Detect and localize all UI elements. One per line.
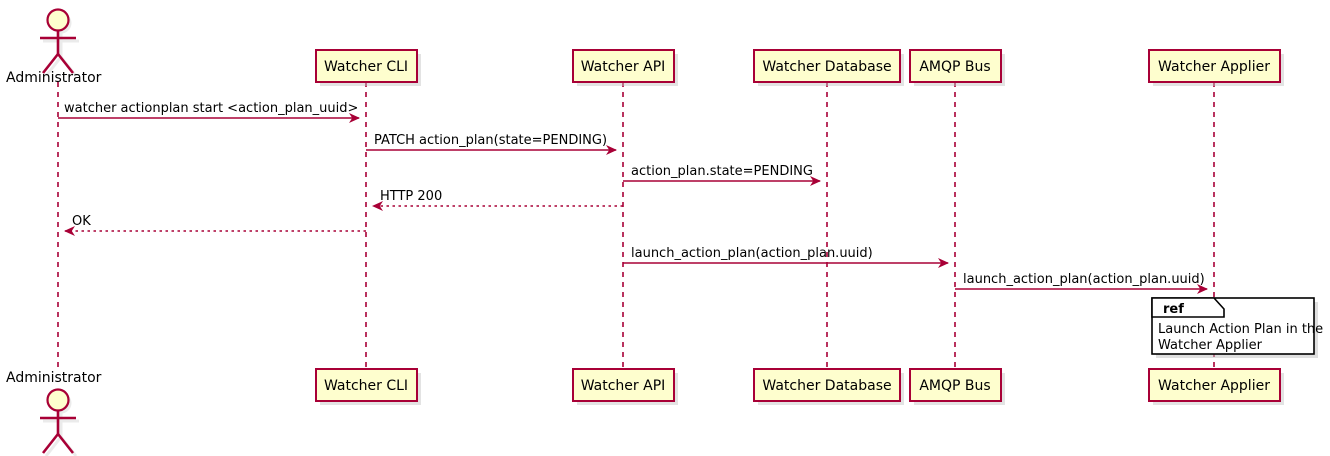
participant-label-watcher-applier-top: Watcher Applier — [1158, 59, 1270, 75]
ref-fragment-body-line-2: Watcher Applier — [1158, 338, 1263, 353]
participant-watcher-applier-top[interactable]: Watcher Applier — [1148, 49, 1284, 86]
participant-label-amqp-bus-top: AMQP Bus — [919, 59, 990, 75]
participant-label-watcher-applier-bottom: Watcher Applier — [1158, 378, 1270, 394]
message-label: OK — [72, 214, 91, 229]
message-watcher-actionplan-start[interactable]: watcher actionplan start <action_plan_uu… — [58, 101, 360, 123]
participant-watcher-database-bottom[interactable]: Watcher Database — [753, 368, 904, 405]
participant-boxes-bottom: Watcher CLI Watcher API Watcher Database… — [315, 368, 1284, 405]
actor-administrator-label-top: Administrator — [6, 70, 102, 86]
participant-watcher-api-top[interactable]: Watcher API — [572, 49, 678, 86]
message-action-plan-state-pending[interactable]: action_plan.state=PENDING — [623, 164, 821, 186]
participant-label-amqp-bus-bottom: AMQP Bus — [919, 378, 990, 394]
ref-fragment-tab-label: ref — [1163, 302, 1184, 317]
actor-administrator-top[interactable]: Administrator — [6, 8, 102, 87]
ref-fragment-body-line-1: Launch Action Plan in the — [1158, 322, 1323, 337]
participant-label-watcher-api-bottom: Watcher API — [581, 378, 666, 394]
participant-watcher-cli-top[interactable]: Watcher CLI — [315, 49, 421, 86]
message-ok[interactable]: OK — [64, 214, 366, 236]
actor-administrator-bottom[interactable]: Administrator — [6, 370, 102, 456]
message-label: PATCH action_plan(state=PENDING) — [374, 133, 607, 148]
actor-administrator-icon-bottom — [40, 388, 76, 454]
messages-group: watcher actionplan start <action_plan_uu… — [58, 101, 1208, 294]
lifelines-group — [57, 82, 1215, 369]
message-launch-action-plan-to-bus[interactable]: launch_action_plan(action_plan.uuid) — [623, 246, 949, 268]
participant-watcher-applier-bottom[interactable]: Watcher Applier — [1148, 368, 1284, 405]
message-label: action_plan.state=PENDING — [631, 164, 813, 179]
participant-label-watcher-api-top: Watcher API — [581, 59, 666, 75]
participant-label-watcher-cli-bottom: Watcher CLI — [324, 378, 408, 394]
actor-administrator-label-bottom: Administrator — [6, 370, 102, 386]
message-label: watcher actionplan start <action_plan_uu… — [64, 101, 358, 116]
participant-watcher-api-bottom[interactable]: Watcher API — [572, 368, 678, 405]
ref-fragment-tab — [1151, 297, 1225, 318]
message-patch-action-plan[interactable]: PATCH action_plan(state=PENDING) — [366, 133, 617, 155]
actor-administrator-icon — [40, 8, 76, 74]
participant-amqp-bus-top[interactable]: AMQP Bus — [909, 49, 1005, 86]
message-label: launch_action_plan(action_plan.uuid) — [963, 272, 1205, 287]
ref-fragment-launch-action-plan[interactable]: ref Launch Action Plan in the Watcher Ap… — [1151, 297, 1323, 358]
message-launch-action-plan-to-applier[interactable]: launch_action_plan(action_plan.uuid) — [955, 272, 1208, 294]
message-http-200[interactable]: HTTP 200 — [372, 189, 623, 211]
participant-watcher-database-top[interactable]: Watcher Database — [753, 49, 904, 86]
message-label: launch_action_plan(action_plan.uuid) — [631, 246, 873, 261]
participant-watcher-cli-bottom[interactable]: Watcher CLI — [315, 368, 421, 405]
message-label: HTTP 200 — [380, 189, 442, 204]
participant-boxes-top: Watcher CLI Watcher API Watcher Database… — [315, 49, 1284, 86]
participant-label-watcher-database-top: Watcher Database — [762, 59, 891, 75]
participant-label-watcher-cli-top: Watcher CLI — [324, 59, 408, 75]
participant-amqp-bus-bottom[interactable]: AMQP Bus — [909, 368, 1005, 405]
participant-label-watcher-database-bottom: Watcher Database — [762, 378, 891, 394]
